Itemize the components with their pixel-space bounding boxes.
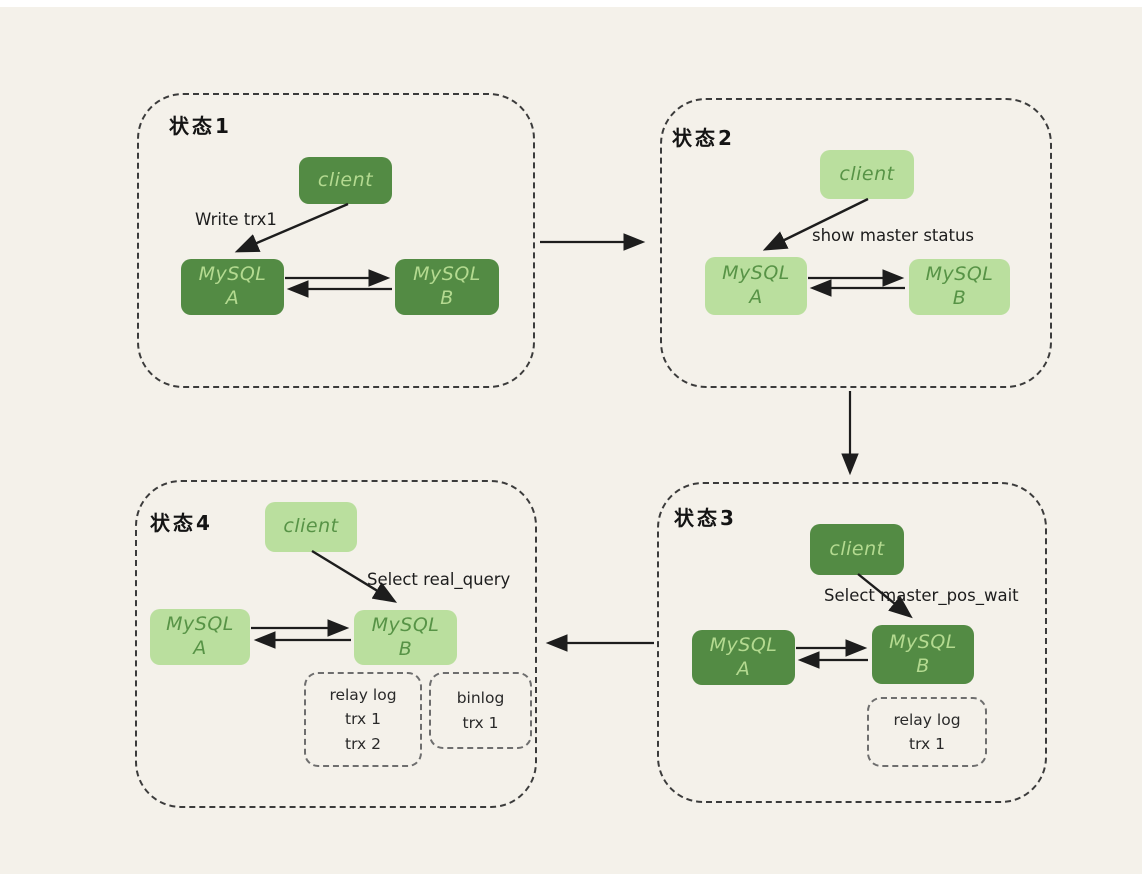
panel-2-title: 状态2: [672, 126, 735, 150]
panel-3-client-label: client: [829, 537, 885, 560]
panel-1-mysql-a-node: MySQL A: [181, 259, 284, 315]
panel-3-mysql-b-node: MySQL B: [872, 625, 974, 684]
panel-2-mysql-a-line1: MySQL: [722, 262, 790, 285]
panel-1-annotation: Write trx1: [195, 210, 277, 229]
panel-4-annotation: Select real_query: [367, 570, 511, 589]
panel-1-mysql-b-line1: MySQL: [413, 263, 481, 286]
panel-3-relay-log-box: relay log trx 1: [867, 697, 987, 767]
panel-4-mysql-b-line1: MySQL: [371, 613, 440, 636]
panel-3-title: 状态3: [674, 506, 737, 530]
panel-1-mysql-b-node: MySQL B: [395, 259, 499, 315]
panel-2-mysql-b-line1: MySQL: [925, 263, 994, 286]
panel-3-annotation: Select master_pos_wait: [824, 586, 1019, 605]
panel-1-client-node: client: [299, 157, 392, 204]
panel-1-title: 状态1: [169, 114, 232, 138]
panel-3-mysql-b-line2: B: [916, 654, 930, 677]
panel-1-client-label: client: [317, 168, 374, 191]
panel-4-relay-log-line: trx 1: [345, 710, 381, 729]
panel-1-mysql-b-line2: B: [440, 287, 454, 309]
panel-state-1: 状态1 client Write trx1 MySQL A MySQL B: [137, 93, 535, 388]
panel-4-relay-log-box: relay log trx 1 trx 2: [304, 672, 422, 767]
panel-4-client-node: client: [265, 502, 357, 552]
panel-4-mysql-a-line1: MySQL: [166, 613, 234, 636]
panel-2-mysql-b-node: MySQL B: [909, 259, 1010, 315]
canvas-background: [0, 7, 1142, 874]
panel-3-mysql-a-node: MySQL A: [692, 630, 795, 685]
panel-3-relay-log-line: relay log: [893, 710, 961, 729]
panel-2-mysql-a-line2: A: [749, 286, 763, 308]
panel-2-annotation: show master status: [812, 226, 975, 245]
panel-3-mysql-b-line1: MySQL: [889, 630, 957, 653]
panel-2-mysql-b-line2: B: [952, 287, 967, 309]
panel-1-mysql-a-line1: MySQL: [198, 263, 267, 286]
panel-4-binlog-box: binlog trx 1: [429, 672, 532, 749]
panel-4-title: 状态4: [150, 511, 213, 535]
panel-3-mysql-a-line2: A: [736, 657, 751, 680]
panel-2-client-node: client: [820, 150, 914, 199]
panel-1-mysql-a-line2: A: [225, 287, 240, 309]
panel-4-mysql-b-line2: B: [398, 637, 413, 660]
panel-4-relay-log-line: relay log: [329, 686, 397, 705]
panel-3-mysql-a-line1: MySQL: [709, 633, 778, 656]
panel-state-3: 状态3 client Select master_pos_wait MySQL …: [657, 482, 1047, 803]
panel-state-4: 状态4 client Select real_query MySQL A MyS…: [135, 480, 537, 808]
panel-4-client-label: client: [283, 515, 339, 538]
panel-state-2: 状态2 client show master status MySQL A My…: [660, 98, 1052, 388]
panel-4-mysql-a-line2: A: [193, 637, 207, 659]
panel-4-mysql-b-node: MySQL B: [354, 610, 457, 665]
panel-2-mysql-a-node: MySQL A: [705, 257, 807, 315]
panel-3-relay-log-line: trx 1: [909, 735, 945, 753]
panel-4-mysql-a-node: MySQL A: [150, 609, 250, 665]
panel-4-binlog-line: binlog: [456, 689, 505, 708]
panel-4-binlog-line: trx 1: [462, 713, 499, 732]
panel-3-client-node: client: [810, 524, 904, 575]
panel-2-client-label: client: [839, 162, 895, 185]
panel-4-relay-log-line: trx 2: [345, 734, 381, 753]
